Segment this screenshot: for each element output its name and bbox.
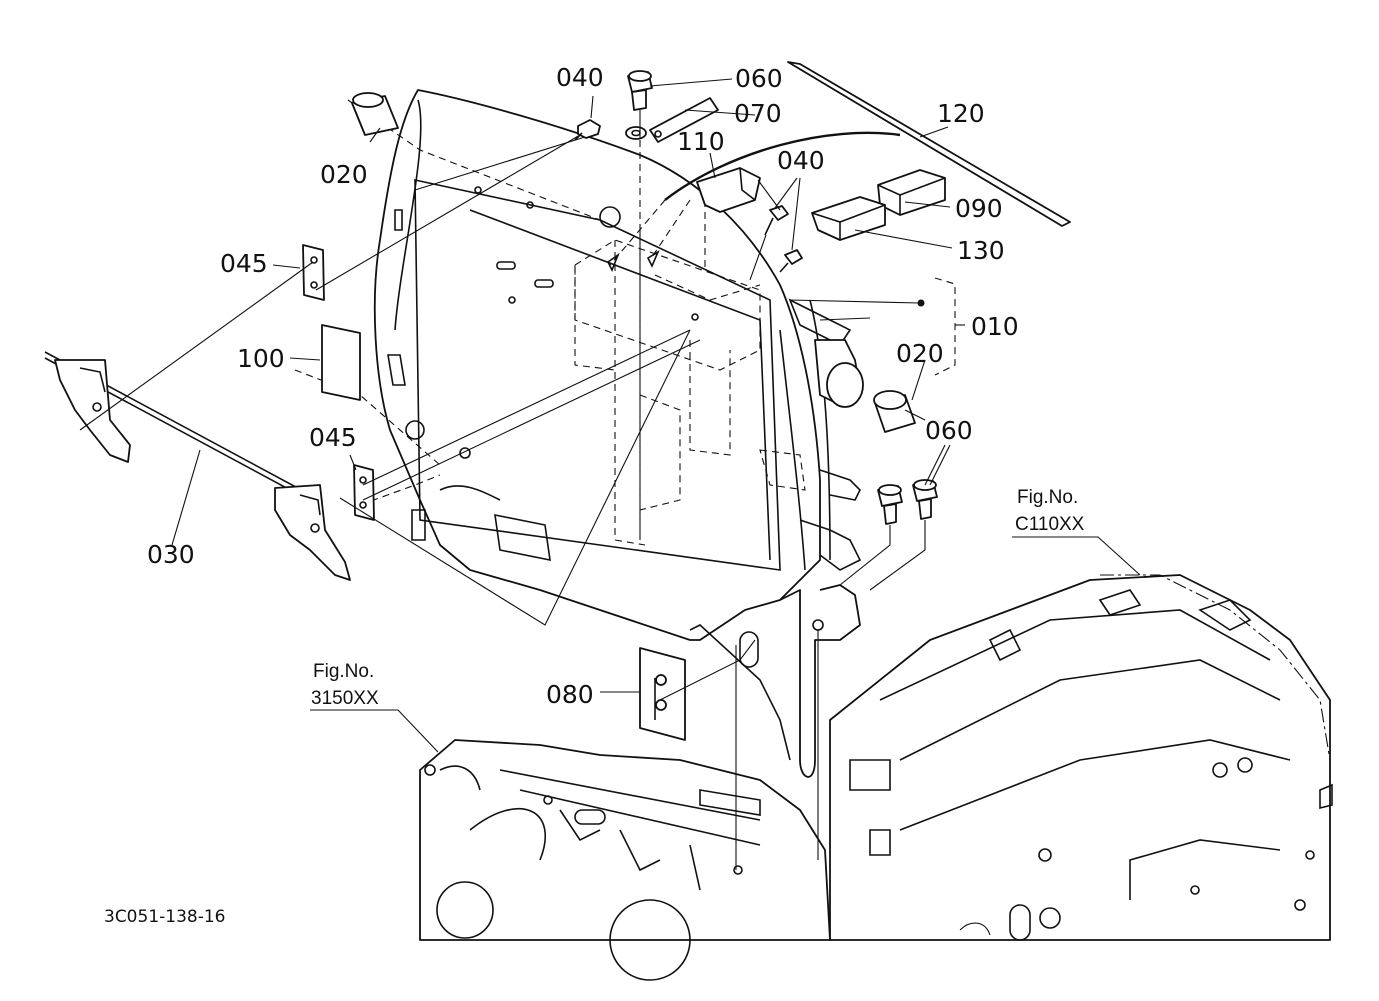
callout-pointers [171, 78, 965, 693]
harness-curve [606, 131, 901, 272]
reference-leaders [310, 536, 1141, 753]
callout-045-mid: 045 [309, 423, 357, 452]
callout-090: 090 [955, 194, 1003, 223]
callout-060-right: 060 [925, 416, 973, 445]
bushing-020-right [873, 390, 916, 433]
bolt-060-top [627, 70, 653, 111]
callout-040-right: 040 [777, 146, 825, 175]
bolt-040-top [574, 119, 601, 141]
linkage-rod-030 [44, 351, 351, 581]
callout-020-top: 020 [320, 160, 368, 189]
callout-100: 100 [237, 344, 285, 373]
callout-080: 080 [546, 680, 594, 709]
callout-130: 130 [957, 236, 1005, 265]
fig-ref-label-3150: Fig.No. [313, 661, 374, 682]
cover-130 [811, 196, 886, 241]
gasket-120 [787, 61, 1071, 227]
callout-010: 010 [971, 312, 1019, 341]
bushing-020-top [351, 92, 399, 136]
bracket-110 [696, 167, 761, 213]
fig-ref-label-c110: Fig.No. [1017, 487, 1078, 508]
callout-120: 120 [937, 99, 985, 128]
pad-100 [321, 324, 361, 401]
callout-030: 030 [147, 540, 195, 569]
cover-090 [877, 169, 946, 216]
callout-110: 110 [677, 127, 725, 156]
bolt-060-right-b [912, 479, 938, 520]
bolt-040-right-a [764, 205, 789, 236]
main-frame-plate [373, 89, 864, 778]
strap-070 [649, 97, 719, 143]
plate-045-top [302, 244, 325, 301]
callout-labels: 040 060 070 120 110 040 020 090 130 045 … [147, 63, 1019, 709]
bolt-060-right-a [877, 484, 903, 525]
callout-060-top: 060 [735, 64, 783, 93]
figure-references: Fig.No. C110XX Fig.No. 3150XX [311, 487, 1085, 709]
callout-070: 070 [734, 99, 782, 128]
drawing-code: 3C051-138-16 [104, 907, 225, 927]
transmission-housing [829, 574, 1333, 941]
callout-045-top: 045 [220, 249, 268, 278]
fig-ref-code-3150: 3150XX [311, 688, 379, 709]
plate-045-mid [353, 464, 375, 521]
washer-060-top [625, 126, 647, 140]
callout-040-top: 040 [556, 63, 604, 92]
fig-ref-code-c110: C110XX [1015, 514, 1085, 535]
leader-lines [79, 110, 926, 870]
plate-080 [639, 647, 686, 741]
bolt-040-right-b [779, 249, 803, 273]
clutch-housing [419, 739, 831, 981]
callout-020-right: 020 [896, 339, 944, 368]
